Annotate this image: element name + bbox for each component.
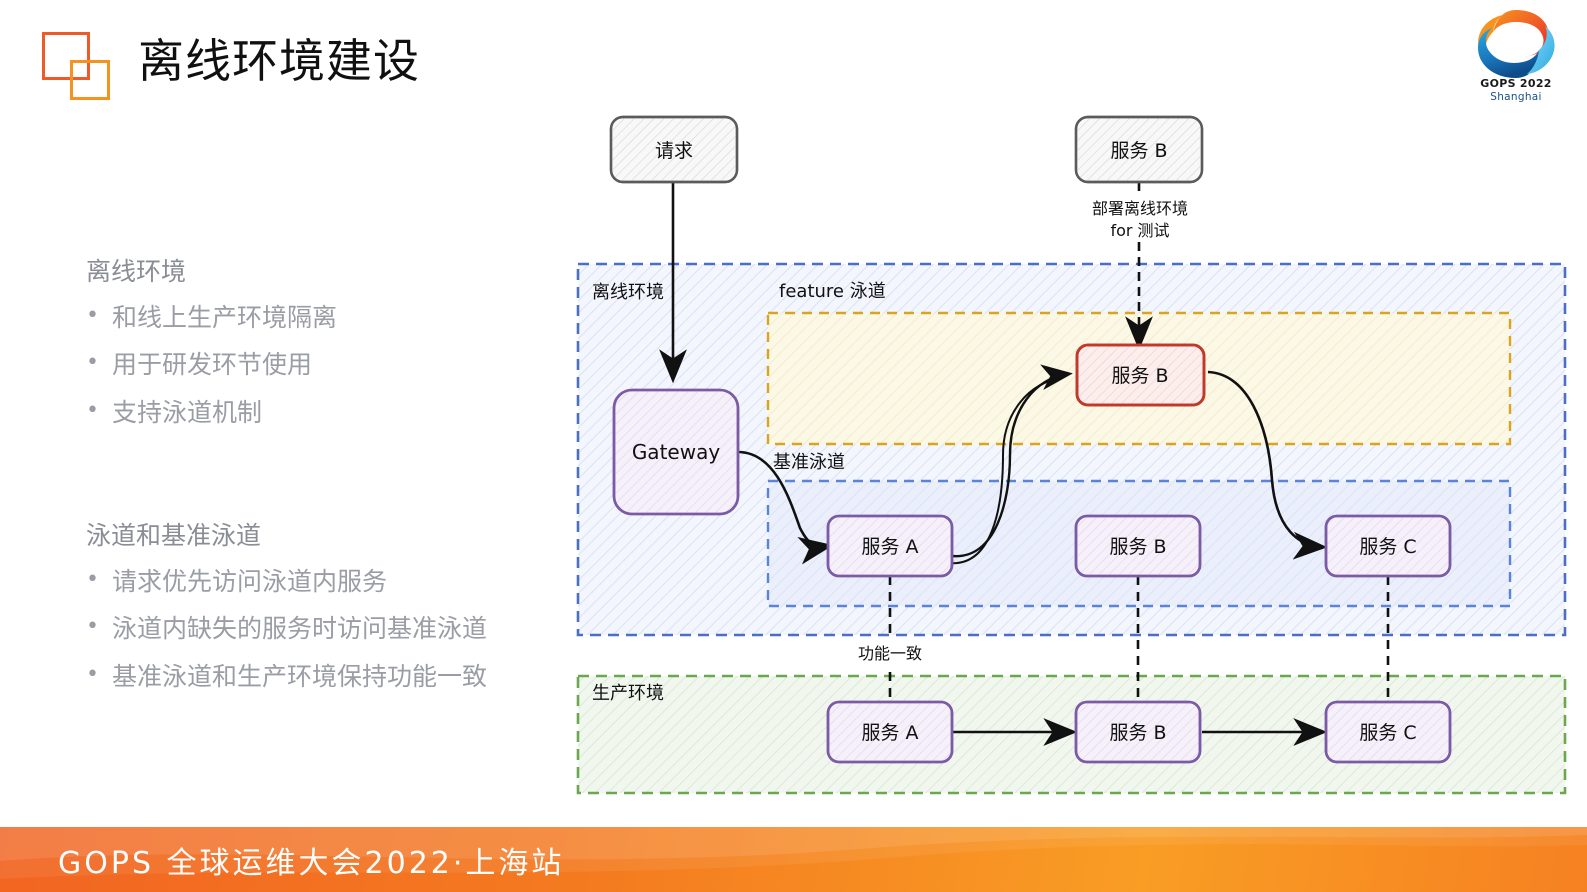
list-item-label: 请求优先访问泳道内服务 xyxy=(112,567,388,596)
edge-gateway-to-service-a xyxy=(737,450,828,547)
node-service-c-prod[interactable] xyxy=(1324,700,1452,764)
node-service-a-base[interactable] xyxy=(826,514,954,578)
architecture-diagram: 请求 服务 B Gateway 服务 B xyxy=(576,115,1567,795)
list-item: • 支持泳道机制 xyxy=(86,397,556,428)
node-request[interactable] xyxy=(609,115,739,184)
edge-label-line1: 功能一致 xyxy=(858,644,922,663)
gops-logo-city: Shanghai xyxy=(1490,90,1542,103)
list-item: • 用于研发环节使用 xyxy=(86,349,556,380)
edge-label-same-function: 功能一致 xyxy=(848,640,932,666)
title-squares-icon xyxy=(40,30,120,100)
list-item-label: 泳道内缺失的服务时访问基准泳道 xyxy=(112,614,488,644)
edge-label-line2: for 测试 xyxy=(1110,221,1169,240)
bullet-icon: • xyxy=(86,567,99,592)
container-offline-env-label: 离线环境 xyxy=(592,282,664,303)
text-block-offline-env: 离线环境 • 和线上生产环境隔离 • 用于研发环节使用 • 支持泳道机制 xyxy=(86,252,556,444)
footer-wave-decoration xyxy=(0,827,1587,879)
bullet-icon: • xyxy=(86,661,99,687)
container-feature-lane-label: feature 泳道 xyxy=(779,281,886,302)
node-service-c-base[interactable] xyxy=(1324,514,1452,578)
node-service-c-base-label: 服务 C xyxy=(1359,536,1416,558)
bullet-icon: • xyxy=(86,350,99,376)
node-service-b-top-label: 服务 B xyxy=(1110,140,1167,162)
node-gateway[interactable] xyxy=(612,388,740,516)
block-heading: 泳道和基准泳道 xyxy=(86,521,262,550)
bullet-icon: • xyxy=(86,303,99,328)
node-gateway-label: Gateway xyxy=(632,440,721,464)
text-block-lanes: 泳道和基准泳道 • 请求优先访问泳道内服务 • 泳道内缺失的服务时访问基准泳道 … xyxy=(86,516,606,708)
gops-logo-text: GOPS 2022 Shanghai xyxy=(1457,77,1575,103)
list-item-label: 支持泳道机制 xyxy=(112,397,263,427)
list-item-label: 和线上生产环境隔离 xyxy=(112,303,338,332)
container-prod-env-label: 生产环境 xyxy=(592,683,664,704)
list-item-label: 基准泳道和生产环境保持功能一致 xyxy=(112,661,488,691)
node-service-a-prod-label: 服务 A xyxy=(861,722,918,744)
bullet-icon: • xyxy=(86,614,99,640)
edge-service-a-to-feature-b-shadow xyxy=(947,377,1063,565)
edge-feature-b-to-service-c xyxy=(1207,370,1322,547)
gops-logo: GOPS 2022 Shanghai xyxy=(1457,4,1575,108)
list-item: • 基准泳道和生产环境保持功能一致 xyxy=(86,661,606,692)
page-title: 离线环境建设 xyxy=(138,34,420,88)
list-item: • 请求优先访问泳道内服务 xyxy=(86,566,606,597)
node-service-b-base-label: 服务 B xyxy=(1109,536,1166,558)
node-request-label: 请求 xyxy=(655,140,693,162)
node-service-b-feature-label: 服务 B xyxy=(1111,365,1168,387)
footer-bar: GOPS 全球运维大会2022·上海站 xyxy=(0,827,1587,892)
node-service-b-prod-label: 服务 B xyxy=(1109,722,1166,744)
gops-logo-mark xyxy=(1478,10,1555,78)
list-item-label: 用于研发环节使用 xyxy=(112,350,313,380)
block-heading: 离线环境 xyxy=(86,257,187,286)
gops-logo-title: GOPS 2022 xyxy=(1480,77,1552,90)
square-orange-icon xyxy=(70,60,110,100)
container-baseline-lane-label: 基准泳道 xyxy=(773,452,845,473)
node-service-b-feature[interactable] xyxy=(1075,343,1206,407)
list-item: • 和线上生产环境隔离 xyxy=(86,302,556,333)
edge-label-deploy-offline: 部署离线环境 for 测试 xyxy=(1085,196,1195,242)
node-service-a-prod[interactable] xyxy=(826,700,954,764)
node-service-b-prod[interactable] xyxy=(1074,700,1202,764)
node-service-b-base[interactable] xyxy=(1074,514,1202,578)
diagram-svg: 请求 服务 B Gateway 服务 B xyxy=(576,115,1567,795)
square-red-icon xyxy=(42,32,90,80)
node-service-a-base-label: 服务 A xyxy=(861,536,918,558)
bullet-icon: • xyxy=(86,397,99,423)
edge-label-line1: 部署离线环境 xyxy=(1092,199,1188,218)
node-service-c-prod-label: 服务 C xyxy=(1359,722,1416,744)
list-item: • 泳道内缺失的服务时访问基准泳道 xyxy=(86,613,606,644)
footer-title: GOPS 全球运维大会2022·上海站 xyxy=(58,845,565,881)
node-service-b-top[interactable] xyxy=(1074,115,1204,184)
